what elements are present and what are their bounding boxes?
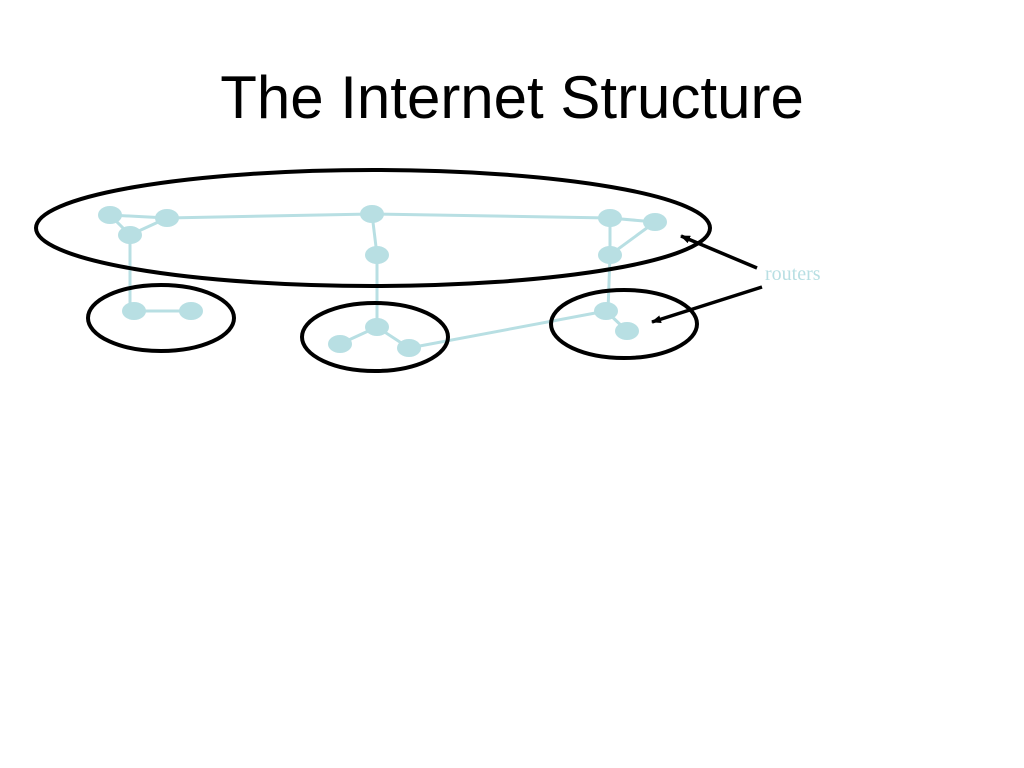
- annotation-arrow-upper: [680, 234, 758, 270]
- link: [408, 309, 607, 350]
- annotation-arrow-lower: [651, 285, 763, 324]
- router-node: [615, 322, 639, 340]
- router-node: [179, 302, 203, 320]
- stub-domain-ellipse: [300, 301, 450, 373]
- router-node: [122, 302, 146, 320]
- router-node: [98, 206, 122, 224]
- domain-outlines: [34, 168, 712, 373]
- routers-label: routers: [765, 263, 821, 285]
- router-node: [360, 205, 384, 223]
- link: [606, 254, 612, 312]
- stub-domain-ellipse: [86, 283, 236, 353]
- router-nodes: [98, 205, 667, 357]
- router-node: [328, 335, 352, 353]
- router-node: [643, 213, 667, 231]
- annotation-arrows: [651, 234, 763, 324]
- backbone-domain-ellipse: [34, 168, 712, 288]
- router-node: [118, 226, 142, 244]
- router-node: [397, 339, 421, 357]
- router-node: [598, 209, 622, 227]
- slide-title: The Internet Structure: [220, 64, 804, 131]
- router-node: [365, 318, 389, 336]
- link: [166, 212, 373, 220]
- router-node: [594, 302, 618, 320]
- router-node: [365, 246, 389, 264]
- link: [371, 212, 611, 220]
- router-node: [155, 209, 179, 227]
- stub-domain-ellipse: [549, 288, 699, 360]
- router-node: [598, 246, 622, 264]
